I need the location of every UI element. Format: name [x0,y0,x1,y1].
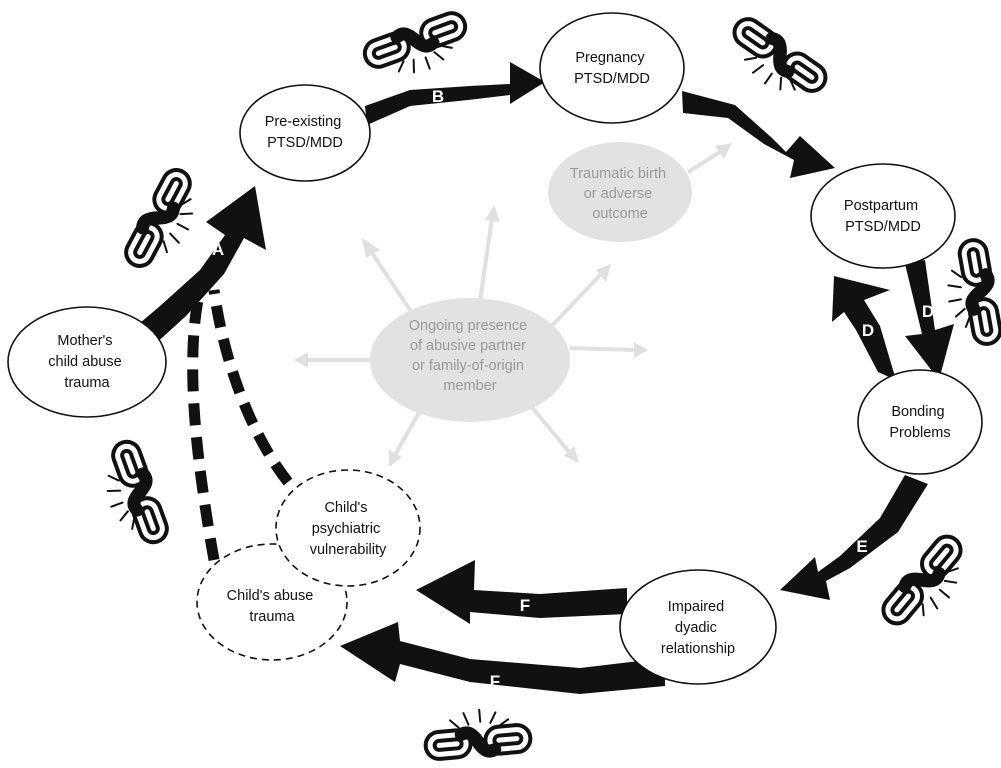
grey-arrowhead-upper-left [362,238,380,258]
broken-chain-icon [947,238,1001,346]
node-mothers-trauma: Mother's child abuse trauma [7,306,167,418]
node-line: vulnerability [310,542,387,558]
broken-chain-icon [124,168,194,268]
node-line: or adverse [584,186,653,202]
svg-text:Bonding Problems: Bonding Problems [889,404,950,441]
edge-label-e: E [856,537,867,556]
grey-arrowhead-up [485,205,500,222]
node-traumatic-birth: Traumatic birth or adverse outcome [548,142,692,242]
broken-chain-icon [732,17,828,93]
svg-text:Child's abuse trauma: Child's abuse trauma [227,588,318,625]
node-line: member [443,378,496,394]
node-bonding: Bonding Problems [857,369,983,475]
broken-chain-icons [106,11,1001,761]
arrow-b [365,62,545,125]
node-pregnancy: Pregnancy PTSD/MDD [539,12,685,124]
node-line: Child's abuse [227,588,314,604]
arrow-e [780,475,928,600]
grey-arrowhead-lower-left [389,450,402,467]
arrow-f-upper [416,560,627,624]
node-line: trauma [64,375,110,391]
black-arrows [120,62,954,694]
broken-chain-icon [106,439,169,545]
node-impaired: Impaired dyadic relationship [619,569,777,685]
node-preexisting: Pre-existing PTSD/MDD [239,84,371,182]
node-line: Postpartum [844,198,918,214]
grey-arrow-right [569,346,637,352]
node-postpartum: Postpartum PTSD/MDD [810,163,956,269]
node-line: outcome [592,206,648,222]
arrow-c [682,91,835,178]
edge-label-c: C [752,106,764,125]
grey-arrowhead-birth-out [715,143,732,159]
svg-text:Pregnancy PTSD/MDD: Pregnancy PTSD/MDD [574,50,650,87]
svg-text:Impaired dyadic re: Impaired dyadic relationship [661,599,735,657]
node-line: Bonding [891,404,944,420]
broken-chain-icon [362,11,468,74]
grey-arrowhead-lower-right [564,446,579,463]
dashed-line-child-trauma-to-a [187,298,220,561]
dashed-feedback-lines [187,289,293,561]
grey-arrow-birth-out [686,150,722,174]
arrow-d-down [905,260,954,380]
svg-text:Postpartum PTSD/MDD: Postpartum PTSD/MDD [844,198,922,235]
dashed-line-vulnerability-to-a [208,289,293,486]
edge-label-a: A [212,240,224,259]
node-line: dyadic [675,620,717,636]
node-line: Problems [889,425,950,441]
grey-arrowhead-right [634,342,648,358]
edge-labels: A B C D D E F F [212,87,934,691]
arrow-f-lower [340,622,665,694]
svg-text:Mother's child abuse: Mother's child abuse trauma [48,333,125,391]
grey-arrow-lower-right [528,403,572,455]
node-line: Pregnancy [575,50,645,66]
node-line: Ongoing presence [409,318,528,334]
edge-label-f-lower: F [490,672,500,691]
node-line: Impaired [668,599,724,615]
svg-text:Child's psychiatric: Child's psychiatric vulnerability [310,500,387,558]
node-line: relationship [661,641,735,657]
node-line: Pre-existing [265,114,342,130]
svg-text:Pre-existing PTSD/MDD: Pre-existing PTSD/MDD [265,114,346,151]
grey-arrow-upper-right [546,271,604,332]
edge-label-d-down: D [922,302,934,321]
broken-chain-icon [881,534,963,626]
node-line: of abusive partner [410,338,526,354]
node-line: Traumatic birth [570,166,666,182]
svg-text:Ongoing presence of abus: Ongoing presence of abusive partner or f… [409,318,532,394]
broken-chain-icon [423,708,533,761]
edge-label-b: B [432,87,444,106]
node-line: PTSD/MDD [845,219,921,235]
node-line: or family-of-origin [412,358,524,374]
arrow-a [120,186,266,356]
node-line: trauma [249,609,295,625]
edge-label-d-up: D [862,321,874,340]
node-line: child abuse [48,354,121,370]
grey-arrowhead-left [294,352,308,368]
node-line: PTSD/MDD [574,71,650,87]
grey-arrowhead-upper-right [596,264,611,282]
node-line: PTSD/MDD [267,135,343,151]
node-line: Child's [324,500,367,516]
node-line: Mother's [57,333,112,349]
node-child-vulnerability: Child's psychiatric vulnerability [275,469,421,587]
svg-text:Traumatic birth or adver: Traumatic birth or adverse outcome [570,166,670,222]
edge-label-f-upper: F [520,596,530,615]
node-abusive-partner: Ongoing presence of abusive partner or f… [370,298,570,422]
node-line: psychiatric [312,521,381,537]
arrow-d-up [832,276,896,380]
